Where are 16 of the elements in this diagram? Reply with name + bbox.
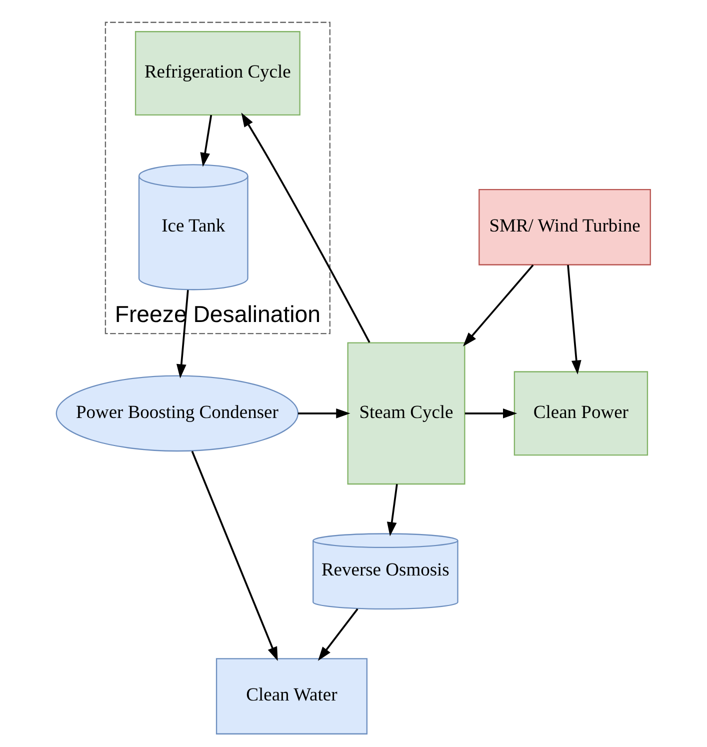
node-box: Clean Power [514,371,648,456]
node-box: Steam Cycle [347,342,466,485]
node-box: SMR/ Wind Turbine [478,188,651,266]
node-box: Clean Water [216,658,368,734]
arrow [464,408,518,418]
arrow [298,408,350,418]
arrow [241,112,370,343]
arrow [463,264,534,346]
arrow [176,290,189,378]
node-ellipse: Power Boosting Condenser [56,375,299,452]
arrow [191,450,278,662]
arrow [318,608,358,661]
node-box: Refrigeration Cycle [134,31,300,116]
arrow [200,114,212,167]
arrow [567,265,582,374]
arrow [386,484,398,536]
